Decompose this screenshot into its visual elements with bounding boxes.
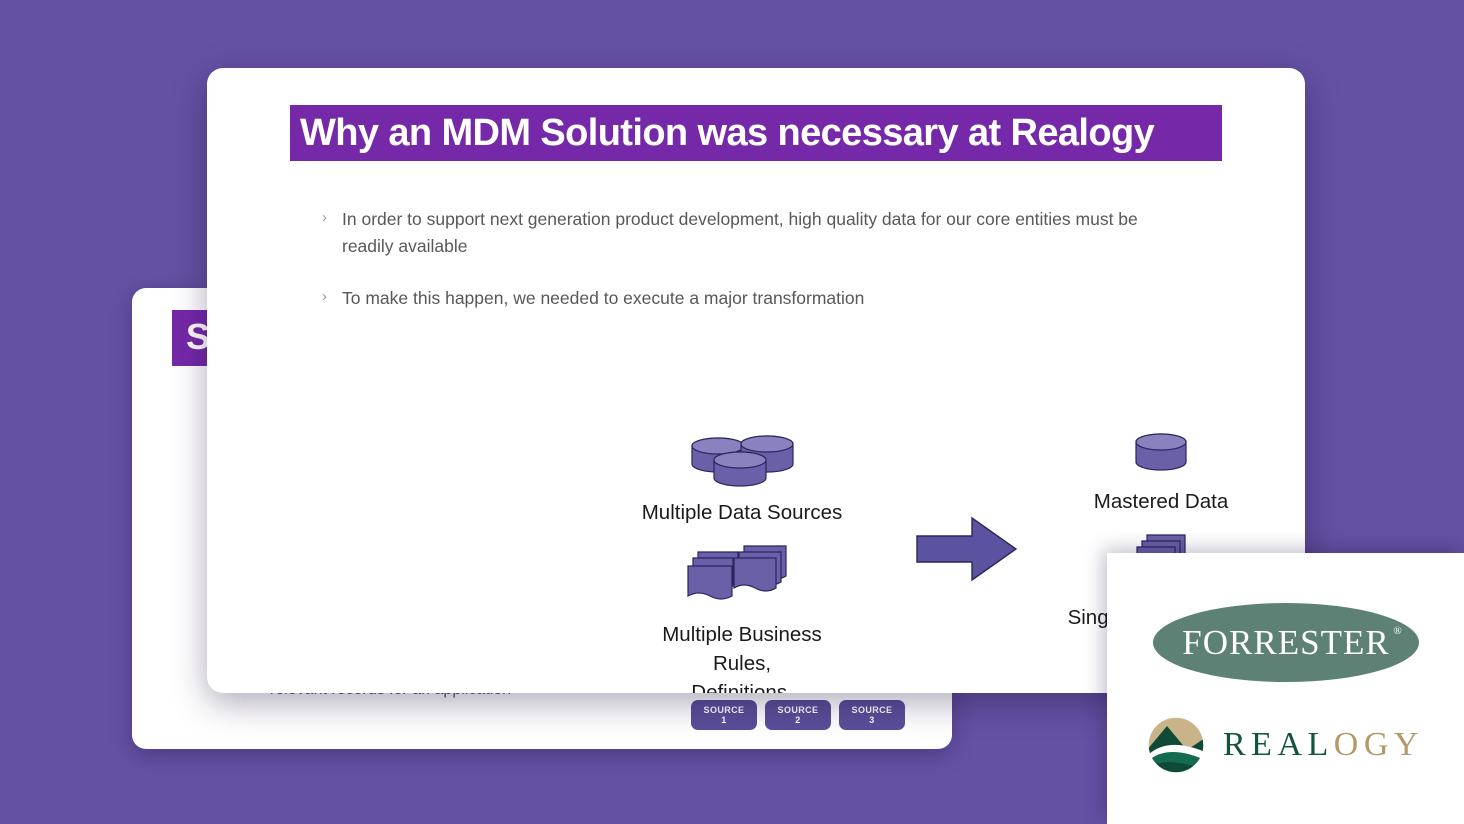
realogy-text-dark: REAL	[1223, 726, 1334, 763]
realogy-text-tan: OGY	[1333, 726, 1424, 763]
realogy-logo: REALOGY	[1147, 716, 1424, 774]
diagram-business-rules-label: Multiple Business Rules, Definitions, St…	[662, 623, 822, 693]
source-box-2-label: SOURCE	[777, 704, 819, 715]
source-box-3-number: 3	[869, 715, 875, 725]
diagram-mastered-data-label: Mastered Data	[1093, 490, 1229, 513]
diagram-arrow	[914, 516, 1019, 587]
chevron-right-icon: ›	[322, 209, 327, 226]
single-database-cylinder-icon	[954, 430, 1305, 476]
main-slide-bullet-list: › In order to support next generation pr…	[322, 206, 1162, 338]
multiple-database-cylinders-icon	[535, 430, 949, 488]
realogy-wordmark: REALOGY	[1223, 726, 1424, 764]
source-box-3[interactable]: SOURCE 3	[839, 700, 905, 730]
source-box-2-number: 2	[795, 715, 801, 725]
bullet-text: In order to support next generation prod…	[342, 209, 1138, 256]
bullet-item: › In order to support next generation pr…	[322, 206, 1162, 259]
chevron-right-icon: ›	[322, 288, 327, 306]
main-slide-title: Why an MDM Solution was necessary at Rea…	[300, 111, 1155, 154]
multiple-document-stacks-icon	[535, 542, 949, 606]
logo-panel: FORRESTER® REALOGY	[1107, 553, 1464, 824]
right-arrow-icon	[916, 516, 1018, 582]
diagram-left-column: Multiple Data Sources Multiple Busi	[535, 430, 949, 693]
forrester-text: FORRESTER	[1182, 622, 1390, 662]
registered-mark-icon: ®	[1393, 624, 1403, 637]
forrester-ellipse-logo: FORRESTER®	[1153, 603, 1419, 682]
bullet-item: › To make this happen, we needed to exec…	[322, 285, 1162, 312]
diagram-data-sources-label: Multiple Data Sources	[641, 501, 843, 524]
source-box-1-number: 1	[721, 715, 727, 725]
source-box-2[interactable]: SOURCE 2	[765, 700, 831, 730]
source-box-1[interactable]: SOURCE 1	[691, 700, 757, 730]
forrester-wordmark: FORRESTER®	[1182, 622, 1401, 663]
bullet-text: To make this happen, we needed to execut…	[342, 288, 865, 309]
main-slide-title-band: Why an MDM Solution was necessary at Rea…	[290, 105, 1222, 161]
source-box-3-label: SOURCE	[851, 704, 893, 715]
source-box-1-label: SOURCE	[703, 704, 745, 715]
realogy-circle-mark-icon	[1147, 716, 1205, 774]
source-box-row: SOURCE 1 SOURCE 2 SOURCE 3	[691, 700, 905, 730]
